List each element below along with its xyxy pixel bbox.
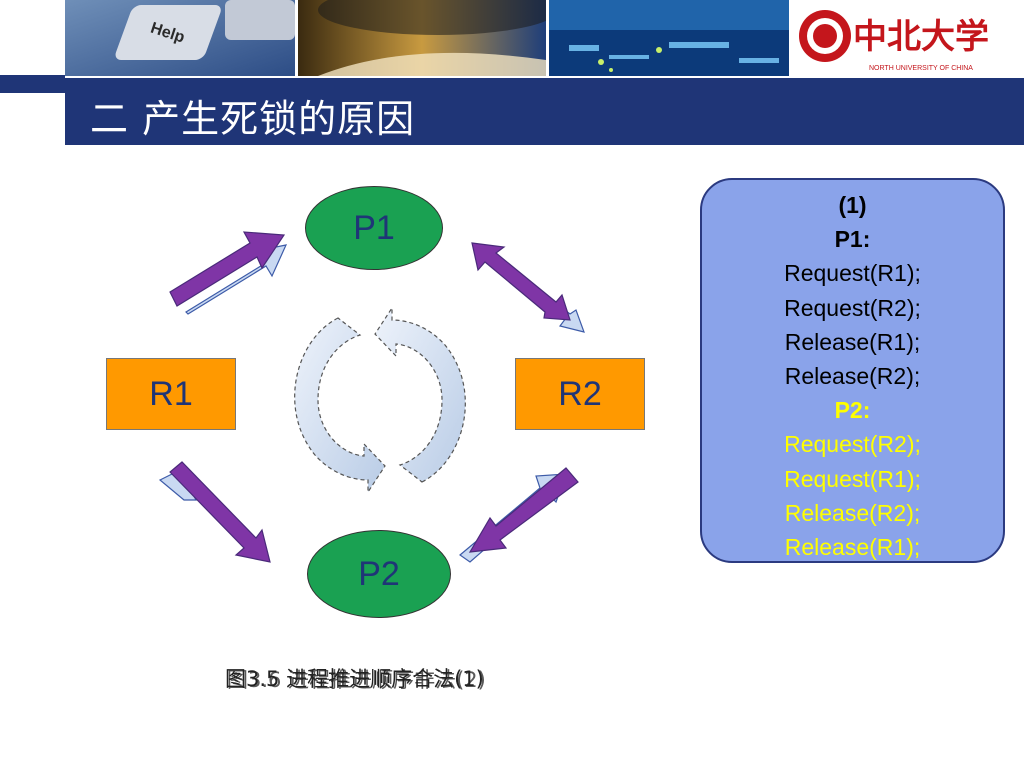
figure-caption: 图3.5 进程推进顺序合法(1) 图3.6 进程推进顺序非法(2): [225, 663, 565, 693]
circuit-photo: [549, 0, 789, 76]
caption-primary: 图3.5 进程推进顺序合法(1): [225, 667, 484, 691]
resource-node-r1: R1: [106, 358, 236, 430]
logo-subtext: NORTH UNIVERSITY OF CHINA: [869, 65, 973, 72]
cycle-arrow-right: [374, 305, 466, 483]
resource-node-r2: R2: [515, 358, 645, 430]
cycle-arrow-left: [294, 317, 386, 495]
keyboard-photo: Help: [65, 0, 295, 76]
process-label-p2: P2: [358, 554, 400, 593]
arrow-p1-to-r2: [471, 242, 571, 321]
p2-line: Release(R1);: [784, 534, 921, 561]
p1-line: Request(R2);: [784, 294, 921, 321]
logo-text: 中北大学: [853, 17, 989, 57]
header-banner: Help 中北大学 NORTH UNIVERSITY OF CHINA: [0, 0, 1024, 148]
title-bar: [65, 78, 1024, 145]
desk-photo: [298, 0, 546, 76]
arrow-r1-to-p2: [169, 461, 271, 563]
p2-label: P2:: [834, 397, 871, 424]
university-logo: 中北大学 NORTH UNIVERSITY OF CHINA: [793, 0, 1024, 76]
case-label: (1): [838, 192, 867, 218]
p2-line: Release(R2);: [784, 499, 921, 526]
arrow-r1-to-p1: [169, 231, 286, 307]
process-node-p1: P1: [305, 186, 443, 270]
p1-label: P1:: [834, 226, 871, 253]
resource-label-r1: R1: [149, 374, 193, 413]
caption-overlay: 图3.6 进程推进顺序非法(2): [227, 668, 486, 692]
p2-line: Request(R1);: [784, 465, 921, 492]
page-title: 二 产生死锁的原因: [90, 97, 416, 141]
p1-line: Request(R1);: [784, 260, 921, 287]
process-node-p2: P2: [307, 530, 451, 618]
process-label-p1: P1: [353, 208, 395, 247]
resource-label-r2: R2: [558, 374, 602, 413]
arrow-r2-to-p2: [468, 467, 579, 553]
p2-line: Request(R2);: [784, 431, 921, 458]
title-strip: [0, 75, 65, 93]
code-panel: (1) P1: Request(R1); Request(R2); Releas…: [700, 178, 1005, 563]
p1-line: Release(R2);: [784, 363, 921, 390]
p1-line: Release(R1);: [784, 328, 921, 355]
